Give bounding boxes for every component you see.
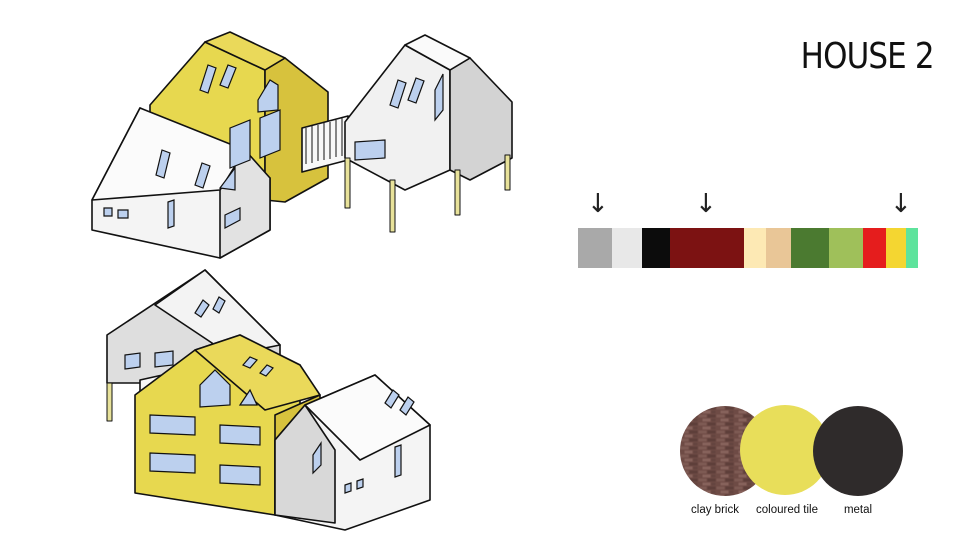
house-axonometric-top <box>91 31 513 259</box>
palette-swatch-light-grey <box>611 228 642 268</box>
palette-swatch-yellow <box>886 228 907 268</box>
metal-swatch <box>813 406 903 496</box>
arrow-down-icon: ↓ <box>890 189 912 219</box>
house-axonometric-bottom <box>106 269 431 531</box>
grey-block-front <box>344 44 451 191</box>
page-title: HOUSE 2 <box>800 36 935 77</box>
palette-swatch-red <box>862 228 887 268</box>
palette-swatch-dark-green <box>790 228 830 268</box>
palette-swatch-tan <box>765 228 791 268</box>
material-label-coloured-tile: coloured tile <box>755 504 819 516</box>
windows-bottom <box>124 296 415 494</box>
yellow-roof <box>204 31 286 71</box>
grey-roof <box>404 34 471 71</box>
arrow-down-icon: ↓ <box>695 189 717 219</box>
palette-swatch-dark-red <box>670 228 744 268</box>
white-gable <box>274 404 336 524</box>
palette-swatch-grey <box>578 228 612 268</box>
arrow-down-icon: ↓ <box>587 189 609 219</box>
palette-swatch-mint <box>906 228 918 268</box>
colour-palette <box>578 228 918 268</box>
windows-top <box>103 64 444 229</box>
material-label-clay-brick: clay brick <box>691 504 739 516</box>
palette-swatch-light-green <box>829 228 863 268</box>
white-roof-bottom <box>304 374 431 461</box>
stilts <box>344 154 511 233</box>
grey-block-side <box>449 57 513 181</box>
palette-swatch-pale-yellow <box>743 228 766 268</box>
material-label-metal: metal <box>843 504 873 516</box>
bridge-railing <box>305 118 343 164</box>
palette-swatch-black <box>641 228 671 268</box>
